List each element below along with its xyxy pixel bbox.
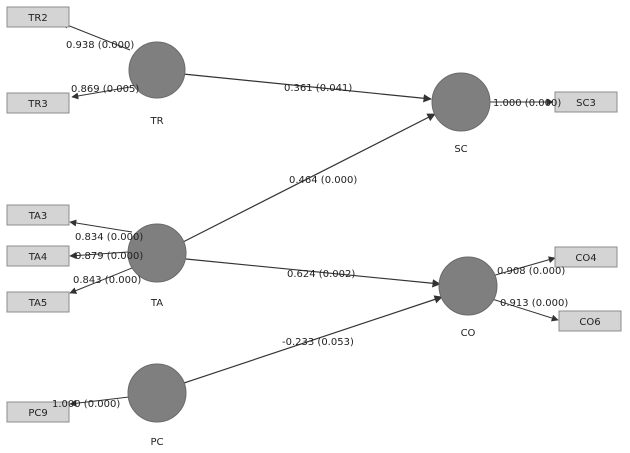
loading-label-ta5: 0.843 (0.000) (73, 275, 141, 286)
latent-tr[interactable]: TR (128, 41, 186, 127)
path-label-ta-sc: 0.464 (0.000) (289, 175, 357, 186)
loading-label-pc9: 1.000 (0.000) (52, 399, 120, 410)
latent-ta[interactable]: TA (127, 223, 187, 309)
latent-label-sc: SC (454, 144, 467, 155)
latent-circle-co[interactable] (438, 256, 498, 316)
indicator-label-ta5: TA5 (28, 298, 48, 309)
loading-arrows (61, 22, 559, 407)
indicator-box-sc3[interactable] (554, 91, 618, 113)
indicator-label-co4: CO4 (575, 253, 596, 264)
indicator-ta3[interactable]: TA3 (6, 204, 70, 226)
indicator-pc9[interactable]: PC9 (6, 401, 70, 423)
loading-label-ta3: 0.834 (0.000) (75, 232, 143, 243)
path-arrow-pc-co (183, 295, 443, 384)
latent-variables: TR SC TA CO PC (127, 41, 498, 448)
indicator-co4[interactable]: CO4 (554, 246, 618, 268)
path-coefficient-labels: 0.361 (0.041) 0.464 (0.000) 0.624 (0.002… (282, 83, 357, 348)
indicator-box-ta5[interactable] (6, 291, 70, 313)
loading-arrow-ta5 (69, 267, 133, 294)
latent-circle-pc[interactable] (127, 363, 187, 423)
indicator-label-co6: CO6 (579, 317, 600, 328)
loading-arrow-ta3 (69, 219, 133, 233)
indicator-box-tr2[interactable] (6, 6, 70, 28)
indicator-label-pc9: PC9 (28, 408, 47, 419)
latent-sc[interactable]: SC (431, 72, 491, 155)
latent-pc[interactable]: PC (127, 363, 187, 448)
indicator-box-ta4[interactable] (6, 245, 70, 267)
indicator-tr3[interactable]: TR3 (6, 92, 70, 114)
loading-arrow-ta4 (69, 251, 129, 260)
path-label-tr-sc: 0.361 (0.041) (284, 83, 352, 94)
indicator-sc3[interactable]: SC3 (554, 91, 618, 113)
path-arrow-ta-sc (182, 113, 436, 243)
loading-arrow-pc9 (69, 396, 130, 407)
indicator-label-ta4: TA4 (28, 252, 48, 263)
path-label-ta-co: 0.624 (0.002) (287, 269, 355, 280)
loading-label-tr3: 0.869 (0.005) (71, 84, 139, 95)
latent-circle-ta[interactable] (127, 223, 187, 283)
path-label-pc-co: -0.233 (0.053) (282, 337, 354, 348)
latent-label-pc: PC (150, 437, 163, 448)
loading-label-tr2: 0.938 (0.000) (66, 40, 134, 51)
loading-arrow-co4 (491, 256, 556, 277)
latent-circle-sc[interactable] (431, 72, 491, 132)
loading-labels: 0.938 (0.000) 0.869 (0.005) 1.000 (0.000… (52, 40, 568, 410)
latent-label-tr: TR (149, 116, 163, 127)
indicator-label-sc3: SC3 (576, 98, 596, 109)
loading-label-co4: 0.908 (0.000) (497, 266, 565, 277)
loading-arrow-tr3 (71, 86, 131, 100)
indicator-box-pc9[interactable] (6, 401, 70, 423)
loading-label-sc3: 1.000 (0.000) (493, 98, 561, 109)
structural-paths (182, 73, 443, 384)
indicator-ta4[interactable]: TA4 (6, 245, 70, 267)
latent-label-ta: TA (150, 298, 163, 309)
indicator-tr2[interactable]: TR2 (6, 6, 70, 28)
loading-arrow-tr2 (61, 22, 131, 51)
indicator-box-co6[interactable] (558, 310, 622, 332)
latent-circle-tr[interactable] (128, 41, 186, 99)
loading-label-co6: 0.913 (0.000) (500, 298, 568, 309)
latent-label-co: CO (461, 328, 476, 339)
indicator-label-ta3: TA3 (28, 211, 48, 222)
indicator-boxes: TR2 TR3 SC3 TA3 TA4 TA5 CO4 CO6 (6, 6, 622, 423)
path-arrow-tr-sc (182, 73, 432, 103)
indicator-box-tr3[interactable] (6, 92, 70, 114)
indicator-label-tr3: TR3 (27, 99, 47, 110)
indicator-label-tr2: TR2 (27, 13, 47, 24)
indicator-co6[interactable]: CO6 (558, 310, 622, 332)
path-arrow-ta-co (185, 258, 441, 288)
indicator-box-co4[interactable] (554, 246, 618, 268)
indicator-box-ta3[interactable] (6, 204, 70, 226)
loading-label-ta4: 0.879 (0.000) (75, 251, 143, 262)
latent-co[interactable]: CO (438, 256, 498, 339)
indicator-ta5[interactable]: TA5 (6, 291, 70, 313)
loading-arrow-co6 (491, 298, 559, 322)
